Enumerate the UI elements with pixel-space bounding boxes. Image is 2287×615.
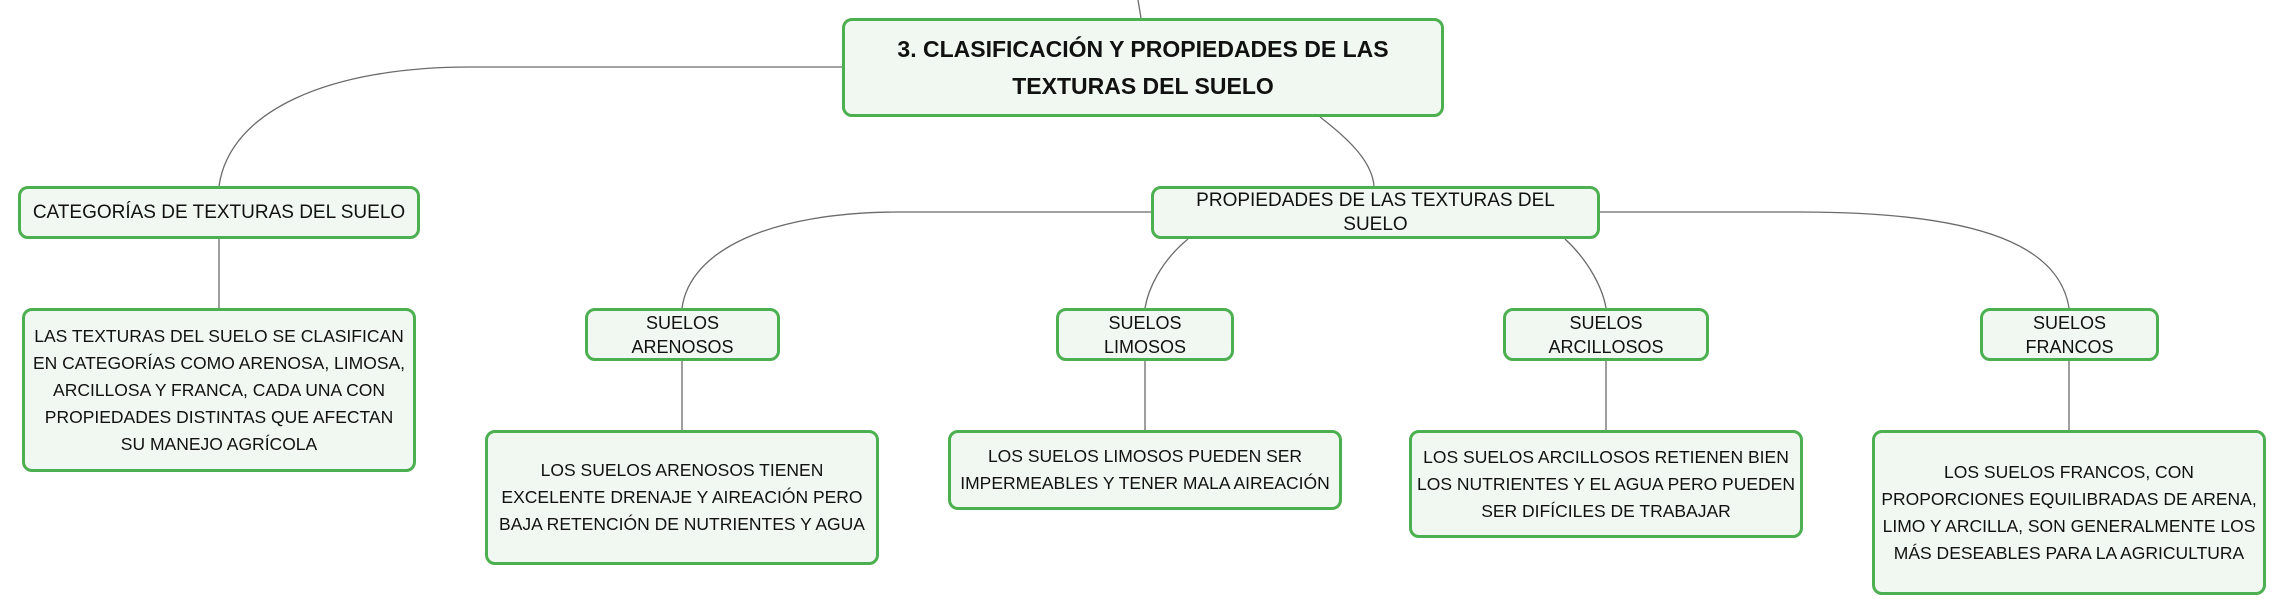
topic-propiedades-label: PROPIEDADES DE LAS TEXTURAS DEL SUELO xyxy=(1196,189,1555,235)
topic-suelos-limosos[interactable]: SUELOS LIMOSOS xyxy=(1056,308,1234,361)
connector-propiedades-francos xyxy=(1600,211,2070,309)
connector-root-categorias xyxy=(218,66,842,187)
detail-suelos-arcillosos-text: LOS SUELOS ARCILLOSOS RETIENEN BIEN LOS … xyxy=(1417,446,1795,521)
detail-categorias-text: LAS TEXTURAS DEL SUELO SE CLASIFICAN EN … xyxy=(32,325,406,454)
topic-suelos-arcillosos[interactable]: SUELOS ARCILLOSOS xyxy=(1503,308,1709,361)
detail-suelos-arcillosos[interactable]: LOS SUELOS ARCILLOSOS RETIENEN BIEN LOS … xyxy=(1409,430,1803,538)
connector-propiedades-arcillosos xyxy=(1564,238,1607,309)
detail-suelos-limosos-text: LOS SUELOS LIMOSOS PUEDEN SER IMPERMEABL… xyxy=(960,446,1330,493)
detail-suelos-arenosos-text: LOS SUELOS ARENOSOS TIENEN EXCELENTE DRE… xyxy=(499,460,865,534)
topic-suelos-arcillosos-label: SUELOS ARCILLOSOS xyxy=(1548,312,1664,357)
root-topic[interactable]: 3. CLASIFICACIÓN Y PROPIEDADES DE LAS TE… xyxy=(842,18,1444,117)
connector-propiedades-arenosos xyxy=(681,211,1151,309)
topic-suelos-francos-label: SUELOS FRANCOS xyxy=(2025,312,2114,357)
connector-root-propiedades xyxy=(1319,116,1375,187)
connector-top xyxy=(1137,0,1142,19)
connector-propiedades-limosos xyxy=(1144,238,1189,309)
detail-categorias[interactable]: LAS TEXTURAS DEL SUELO SE CLASIFICAN EN … xyxy=(22,308,416,472)
topic-suelos-limosos-label: SUELOS LIMOSOS xyxy=(1103,312,1187,357)
topic-suelos-arenosos[interactable]: SUELOS ARENOSOS xyxy=(585,308,780,361)
topic-suelos-arenosos-label: SUELOS ARENOSOS xyxy=(631,312,734,357)
topic-propiedades[interactable]: PROPIEDADES DE LAS TEXTURAS DEL SUELO xyxy=(1151,186,1600,239)
detail-suelos-francos-text: LOS SUELOS FRANCOS, CON PROPORCIONES EQU… xyxy=(1881,461,2257,563)
detail-suelos-limosos[interactable]: LOS SUELOS LIMOSOS PUEDEN SER IMPERMEABL… xyxy=(948,430,1342,510)
topic-suelos-francos[interactable]: SUELOS FRANCOS xyxy=(1980,308,2159,361)
topic-categorias-label: CATEGORÍAS DE TEXTURAS DEL SUELO xyxy=(32,201,406,223)
topic-categorias[interactable]: CATEGORÍAS DE TEXTURAS DEL SUELO xyxy=(18,186,420,239)
root-topic-label: 3. CLASIFICACIÓN Y PROPIEDADES DE LAS TE… xyxy=(897,35,1389,99)
detail-suelos-francos[interactable]: LOS SUELOS FRANCOS, CON PROPORCIONES EQU… xyxy=(1872,430,2266,595)
detail-suelos-arenosos[interactable]: LOS SUELOS ARENOSOS TIENEN EXCELENTE DRE… xyxy=(485,430,879,565)
